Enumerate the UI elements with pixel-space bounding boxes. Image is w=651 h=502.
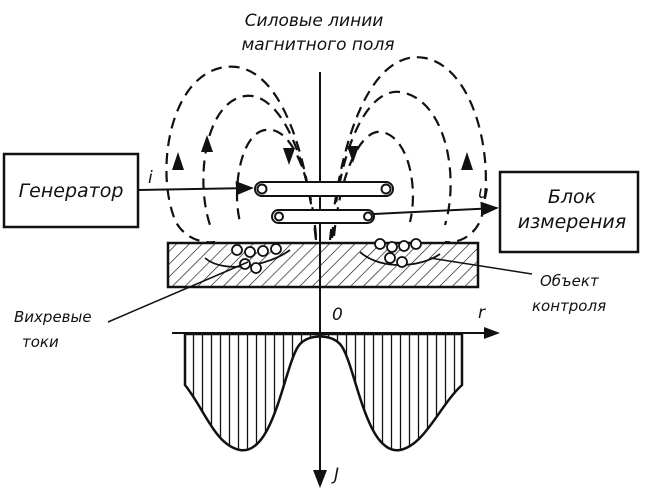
measurement-block-label-line2: измерения bbox=[518, 211, 626, 233]
arrow-up-right bbox=[461, 152, 473, 170]
measurement-block-box bbox=[498, 170, 640, 254]
field-line-right-inner bbox=[332, 130, 414, 237]
r-axis-arrowhead bbox=[484, 327, 500, 339]
eddy-currents-label-line1: Вихревые bbox=[14, 308, 92, 326]
j-axis-arrowhead bbox=[313, 470, 327, 488]
j-axis-label: J bbox=[331, 465, 339, 485]
measuring-coil bbox=[271, 209, 375, 224]
field-direction-arrows bbox=[172, 135, 473, 170]
magnetic-field-lines bbox=[165, 56, 487, 244]
field-line-left-inner bbox=[235, 128, 318, 237]
field-lines-title-line1: Силовые линии bbox=[245, 11, 384, 31]
arrow-down-left bbox=[283, 148, 295, 165]
eddy-currents-leader bbox=[107, 261, 249, 323]
arrow-down-right bbox=[347, 146, 359, 163]
arrow-up-left bbox=[172, 152, 184, 170]
eddy-currents-label-line2: токи bbox=[22, 333, 59, 351]
field-lines-title-line2: магнитного поля bbox=[241, 35, 394, 55]
field-line-left-outer bbox=[165, 65, 318, 244]
current-symbol: i bbox=[148, 168, 153, 188]
test-object-label-line1: Объект bbox=[540, 272, 600, 290]
origin-label: 0 bbox=[332, 305, 343, 325]
generator-label: Генератор bbox=[19, 180, 124, 202]
current-density-curve bbox=[183, 332, 464, 452]
eddy-currents-left bbox=[204, 243, 291, 274]
test-object-label-line2: контроля bbox=[532, 297, 606, 315]
generator-wire bbox=[137, 181, 254, 196]
test-object-plate bbox=[166, 241, 480, 289]
field-line-right-middle bbox=[330, 90, 452, 239]
measurement-block-label-line1: Блок bbox=[548, 186, 597, 208]
excitation-coil bbox=[254, 181, 394, 197]
voltage-symbol: u bbox=[478, 183, 489, 203]
generator-box bbox=[2, 152, 140, 229]
r-axis-label: r bbox=[478, 303, 486, 323]
field-line-right-outer bbox=[328, 56, 487, 244]
test-object-leader bbox=[429, 257, 533, 275]
arrow-up-left-inner bbox=[201, 135, 213, 152]
measurement-wire bbox=[373, 201, 499, 216]
